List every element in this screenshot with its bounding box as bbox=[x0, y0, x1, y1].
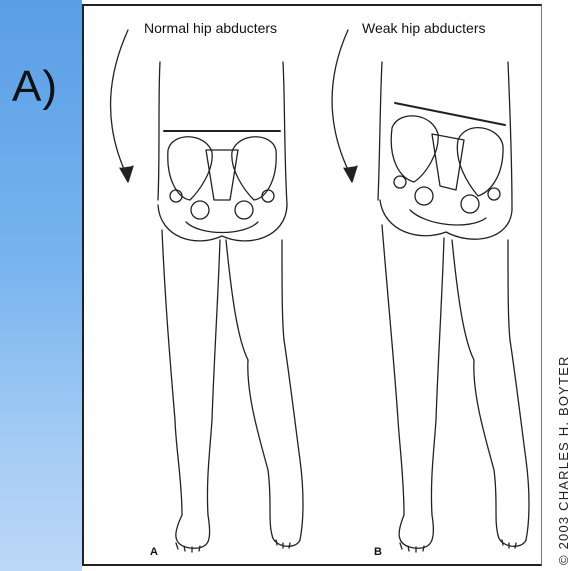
sacrum bbox=[206, 150, 238, 200]
arrow-weak bbox=[332, 30, 352, 178]
figure-letter-b: B bbox=[374, 546, 382, 558]
pelvic-line-tilted bbox=[395, 103, 505, 125]
copyright-notice: © 2003 CHARLES H. BOYTER bbox=[556, 355, 571, 565]
arrowhead-weak bbox=[344, 166, 357, 182]
figure-letter-a: A bbox=[150, 546, 158, 558]
figure-b-weak bbox=[332, 30, 529, 552]
figure-a-normal bbox=[111, 30, 303, 552]
arrowhead-normal bbox=[120, 166, 133, 182]
arrow-normal bbox=[111, 30, 128, 178]
